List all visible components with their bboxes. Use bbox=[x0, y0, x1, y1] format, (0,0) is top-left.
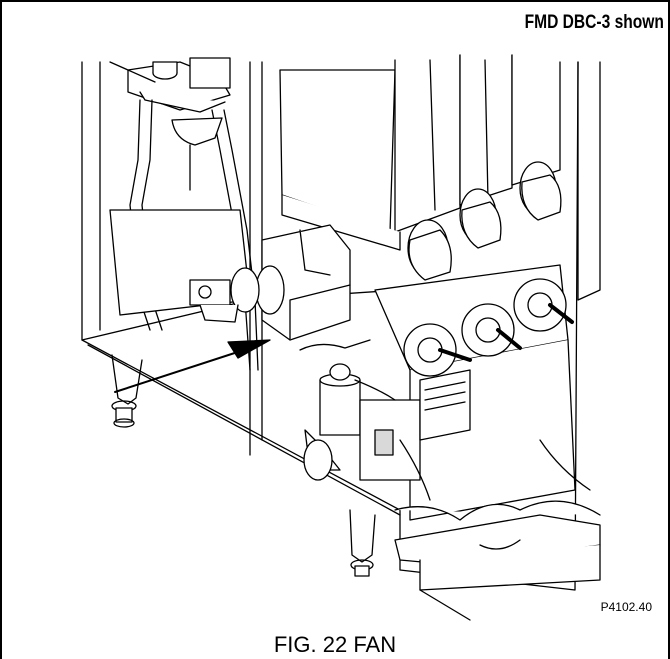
left-pump bbox=[110, 210, 259, 322]
part-code: P4102.40 bbox=[601, 600, 652, 614]
figure-caption: FIG. 22 FAN bbox=[0, 632, 670, 658]
hopper-canisters bbox=[280, 55, 560, 250]
drip-tray bbox=[395, 501, 600, 620]
fan-pointer-arrow bbox=[115, 340, 270, 392]
water-valves bbox=[110, 58, 230, 112]
figure-title: FMD DBC-3 shown bbox=[525, 12, 664, 34]
motor-assembly bbox=[304, 364, 420, 480]
fan-housing bbox=[256, 225, 350, 340]
front-leg bbox=[350, 510, 375, 576]
circuit-boards bbox=[420, 370, 470, 440]
right-control-panel bbox=[375, 265, 575, 520]
